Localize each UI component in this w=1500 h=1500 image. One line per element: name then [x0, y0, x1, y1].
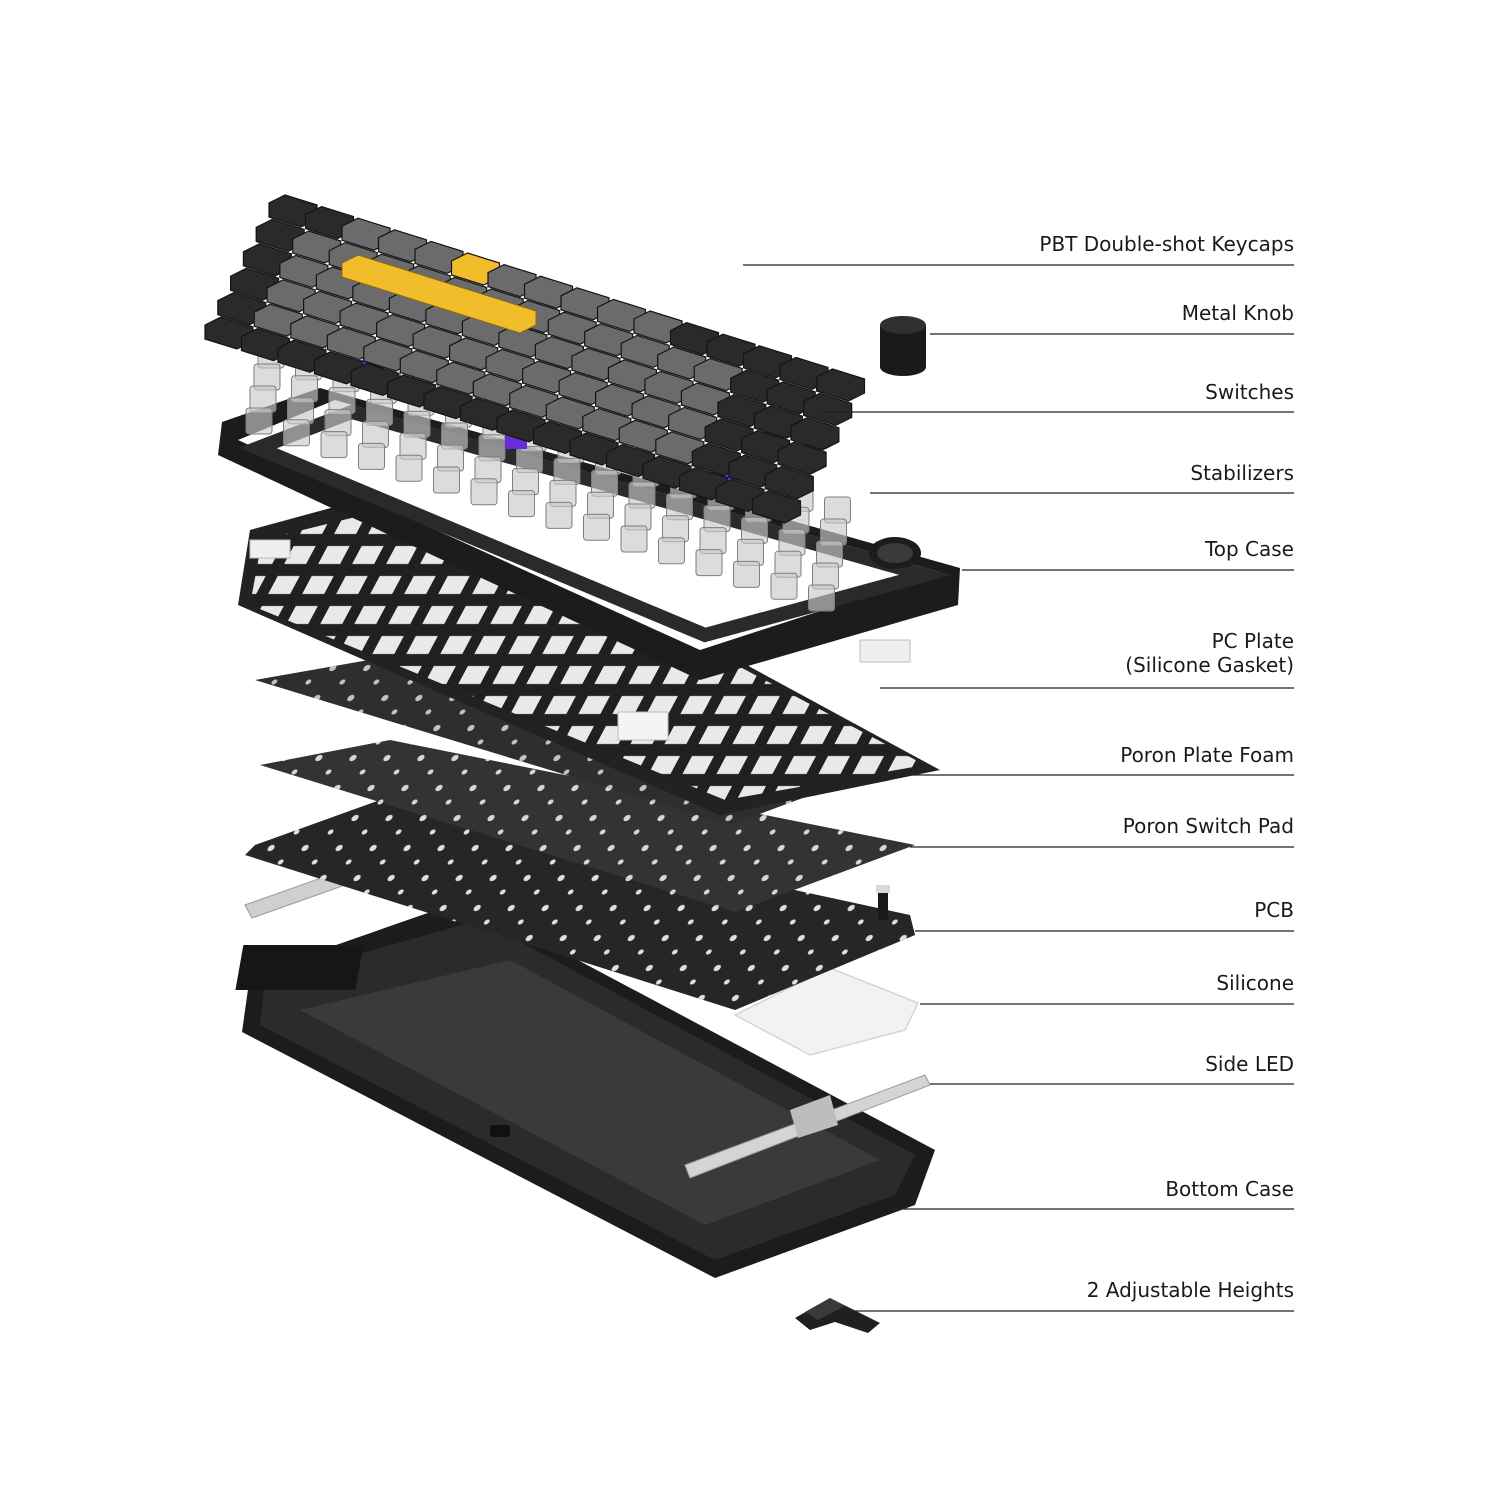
keycap	[790, 417, 840, 451]
leader-lines	[743, 264, 1294, 1312]
switch	[658, 537, 685, 565]
keycap	[815, 368, 866, 402]
label-keycaps: PBT Double-shot Keycaps	[1039, 232, 1294, 256]
switch	[245, 407, 273, 435]
switch	[808, 584, 835, 612]
adjustable-foot	[795, 1298, 880, 1333]
switch	[770, 572, 798, 600]
label-adjustable-heights: 2 Adjustable Heights	[1086, 1278, 1294, 1302]
poron-switch-pad	[260, 740, 915, 912]
keycap	[777, 441, 827, 475]
keycap	[764, 465, 814, 500]
switch	[545, 501, 573, 529]
label-switches: Switches	[1205, 380, 1294, 404]
switch	[695, 549, 723, 577]
switch	[283, 419, 310, 447]
switch	[320, 431, 348, 459]
switch	[358, 442, 385, 470]
switch	[433, 466, 460, 494]
switch	[395, 454, 423, 482]
label-poron-switch-pad: Poron Switch Pad	[1122, 814, 1294, 838]
label-silicone: Silicone	[1216, 971, 1294, 995]
switch	[508, 490, 535, 518]
keycap-spacebar	[341, 254, 537, 334]
switch	[620, 525, 648, 553]
label-pc-plate: PC Plate (Silicone Gasket)	[1125, 629, 1294, 677]
label-top-case: Top Case	[1204, 537, 1294, 561]
switch	[470, 478, 498, 506]
label-side-led: Side LED	[1205, 1052, 1294, 1076]
label-stabilizers: Stabilizers	[1190, 461, 1294, 485]
keycap	[751, 490, 802, 524]
label-pcb: PCB	[1254, 898, 1294, 922]
pcb-board	[245, 800, 915, 1010]
label-bottom-case: Bottom Case	[1165, 1177, 1294, 1201]
switch	[733, 560, 760, 588]
label-poron-plate-foam: Poron Plate Foam	[1120, 743, 1294, 767]
switch	[583, 513, 610, 541]
keycap	[803, 392, 853, 427]
keycaps-array	[204, 194, 866, 524]
metal-knob	[880, 316, 926, 376]
label-metal-knob: Metal Knob	[1181, 301, 1294, 325]
